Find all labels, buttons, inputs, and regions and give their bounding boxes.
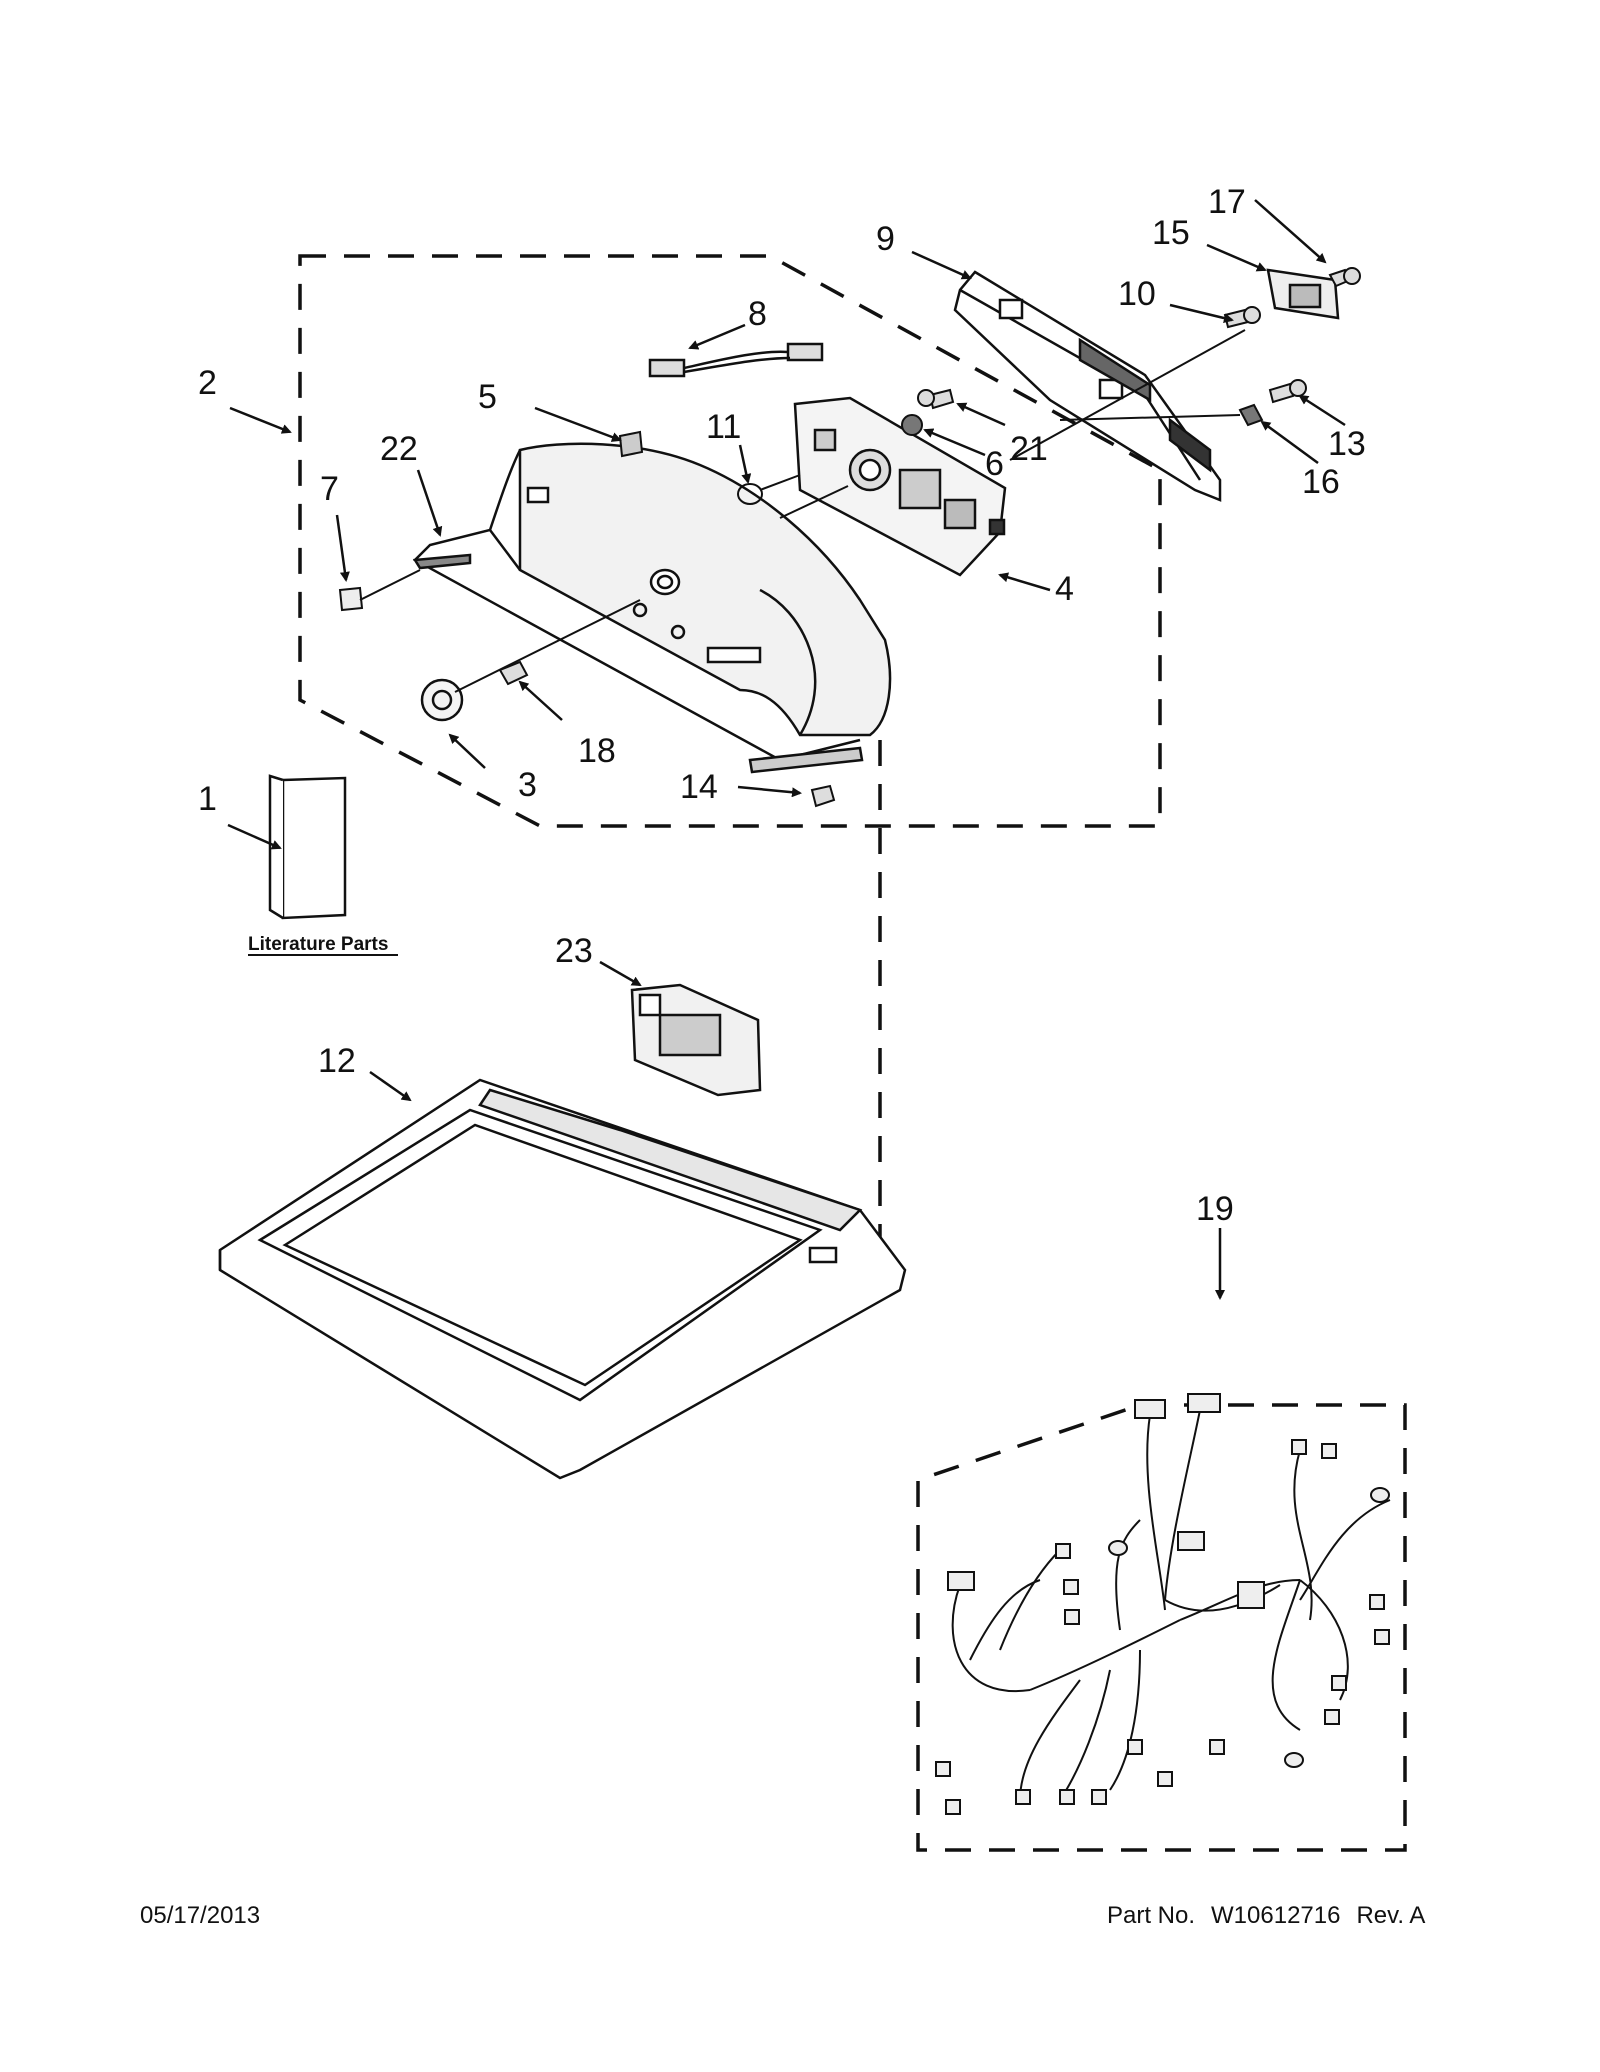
harness-connectors	[935, 1393, 1390, 1815]
screw-10	[1223, 306, 1261, 329]
literature-parts-label: Literature Parts	[248, 934, 388, 955]
footer-date: 05/17/2013	[140, 1902, 261, 1929]
callout-19: 19	[1196, 1190, 1234, 1228]
callout-2: 2	[198, 364, 217, 402]
gasket-strip	[412, 553, 472, 570]
screw-21	[917, 388, 955, 410]
callout-5: 5	[478, 378, 497, 416]
bracket	[1266, 268, 1340, 320]
callout-14: 14	[680, 768, 718, 806]
callout-labels: 1 2 3 4 5 6 7 8 9 10 11 12 13 14 15 16 1…	[198, 183, 1366, 1228]
module-23	[630, 983, 762, 1097]
footer-part-number: Part No. W10612716 Rev. A	[1107, 1902, 1441, 1930]
console-rear-frame	[953, 270, 1222, 502]
clip-6	[901, 414, 923, 436]
callout-arrows	[227, 199, 1346, 1300]
callout-6: 6	[985, 445, 1004, 483]
assembly-boundary-dashed	[298, 254, 1162, 828]
callout-4: 4	[1055, 570, 1074, 608]
part-label: Part No.	[1107, 1902, 1196, 1929]
callout-7: 7	[320, 470, 339, 508]
revision: Rev. A	[1356, 1902, 1426, 1929]
callout-15: 15	[1152, 214, 1190, 252]
callout-21: 21	[1010, 430, 1048, 468]
clip-16	[1238, 403, 1264, 427]
harness-boundary-dashed	[916, 1403, 1407, 1852]
callout-18: 18	[578, 732, 616, 770]
callout-8: 8	[748, 295, 767, 333]
callout-10: 10	[1118, 275, 1156, 313]
callout-23: 23	[555, 932, 593, 970]
callout-16: 16	[1302, 463, 1340, 501]
callout-1: 1	[198, 780, 217, 818]
assembly-leader-lines	[359, 329, 1246, 693]
wire-harness-8	[648, 342, 824, 378]
knob-3	[420, 678, 464, 722]
sticker-11	[737, 483, 763, 505]
callout-3: 3	[518, 766, 537, 804]
clip-14	[810, 784, 836, 808]
console-panel	[412, 442, 892, 774]
literature-booklet	[268, 774, 347, 920]
top-panel-12	[218, 1078, 907, 1480]
callout-9: 9	[876, 220, 895, 258]
screw-17	[1328, 267, 1361, 288]
label-7	[338, 586, 364, 612]
callout-12: 12	[318, 1042, 356, 1080]
part-number: W10612716	[1211, 1902, 1341, 1929]
button-18	[498, 660, 529, 686]
callout-11: 11	[706, 408, 741, 446]
clip-5	[618, 430, 644, 458]
callout-22: 22	[380, 430, 418, 468]
callout-17: 17	[1208, 183, 1246, 221]
screw-13	[1268, 379, 1307, 404]
wire-harness-19	[951, 1409, 1391, 1801]
control-board	[793, 396, 1007, 577]
callout-13: 13	[1328, 425, 1366, 463]
